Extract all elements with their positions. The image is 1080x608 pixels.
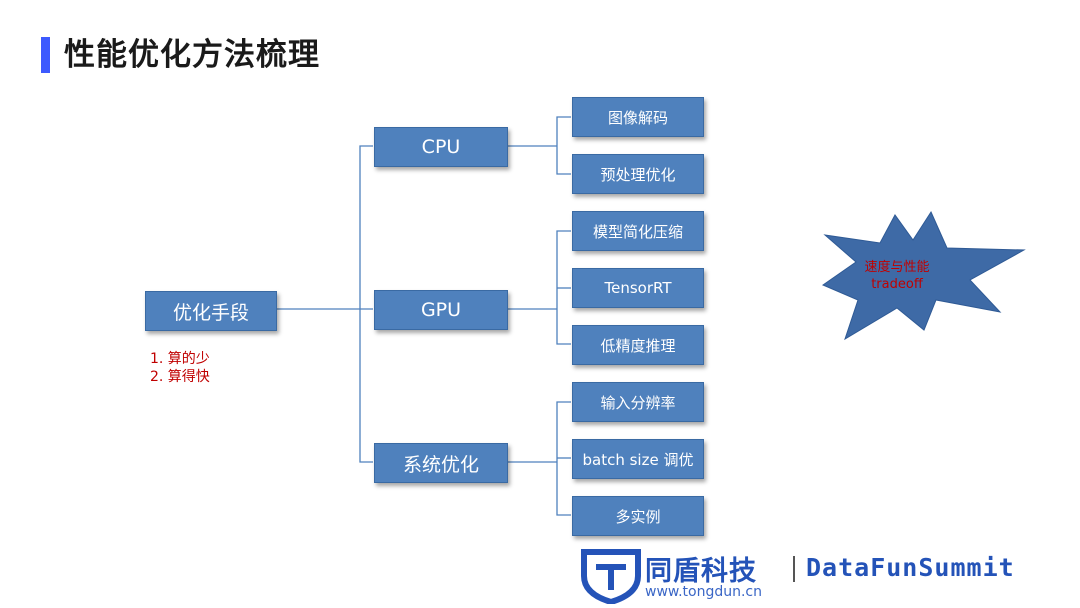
leaf-node: 多实例 <box>572 496 704 536</box>
root-notes: 1. 算的少 2. 算得快 <box>150 350 210 386</box>
note-line: 2. 算得快 <box>150 369 210 385</box>
title-accent-bar <box>41 37 50 73</box>
leaf-node: 模型简化压缩 <box>572 211 704 251</box>
burst-callout-text: 速度与性能 tradeoff <box>838 259 956 293</box>
leaf-node: 低精度推理 <box>572 325 704 365</box>
category-label: 系统优化 <box>402 453 479 476</box>
category-node-gpu: GPU <box>374 290 508 330</box>
leaf-label: 多实例 <box>615 507 661 526</box>
leaf-node: 预处理优化 <box>572 154 704 194</box>
leaf-label: 预处理优化 <box>600 165 676 184</box>
category-node-cpu: CPU <box>374 127 508 167</box>
leaf-node: 图像解码 <box>572 97 704 137</box>
logo-url-text: www.tongdun.cn <box>645 584 762 600</box>
root-node-label: 优化手段 <box>172 301 249 324</box>
note-line: 1. 算的少 <box>150 351 210 367</box>
leaf-label: TensorRT <box>604 279 672 297</box>
tongdun-logo-icon <box>581 549 641 604</box>
leaf-label: batch size 调优 <box>582 450 694 469</box>
callout-line: 速度与性能 <box>864 260 930 275</box>
leaf-node: batch size 调优 <box>572 439 704 479</box>
category-label: GPU <box>420 299 462 321</box>
leaf-label: 低精度推理 <box>600 336 676 355</box>
logo-divider <box>793 556 795 582</box>
leaf-label: 模型简化压缩 <box>592 222 683 241</box>
logo-en-text: DataFunSummit <box>806 553 1015 582</box>
logo-cn-text: 同盾科技 <box>645 556 757 587</box>
leaf-label: 图像解码 <box>607 108 668 127</box>
root-node: 优化手段 <box>145 291 277 331</box>
leaf-node: TensorRT <box>572 268 704 308</box>
callout-line: tradeoff <box>871 277 923 292</box>
leaf-node: 输入分辨率 <box>572 382 704 422</box>
page-title: 性能优化方法梳理 <box>64 37 320 73</box>
category-label: CPU <box>421 136 461 158</box>
category-node-system: 系统优化 <box>374 443 508 483</box>
leaf-label: 输入分辨率 <box>600 393 676 412</box>
